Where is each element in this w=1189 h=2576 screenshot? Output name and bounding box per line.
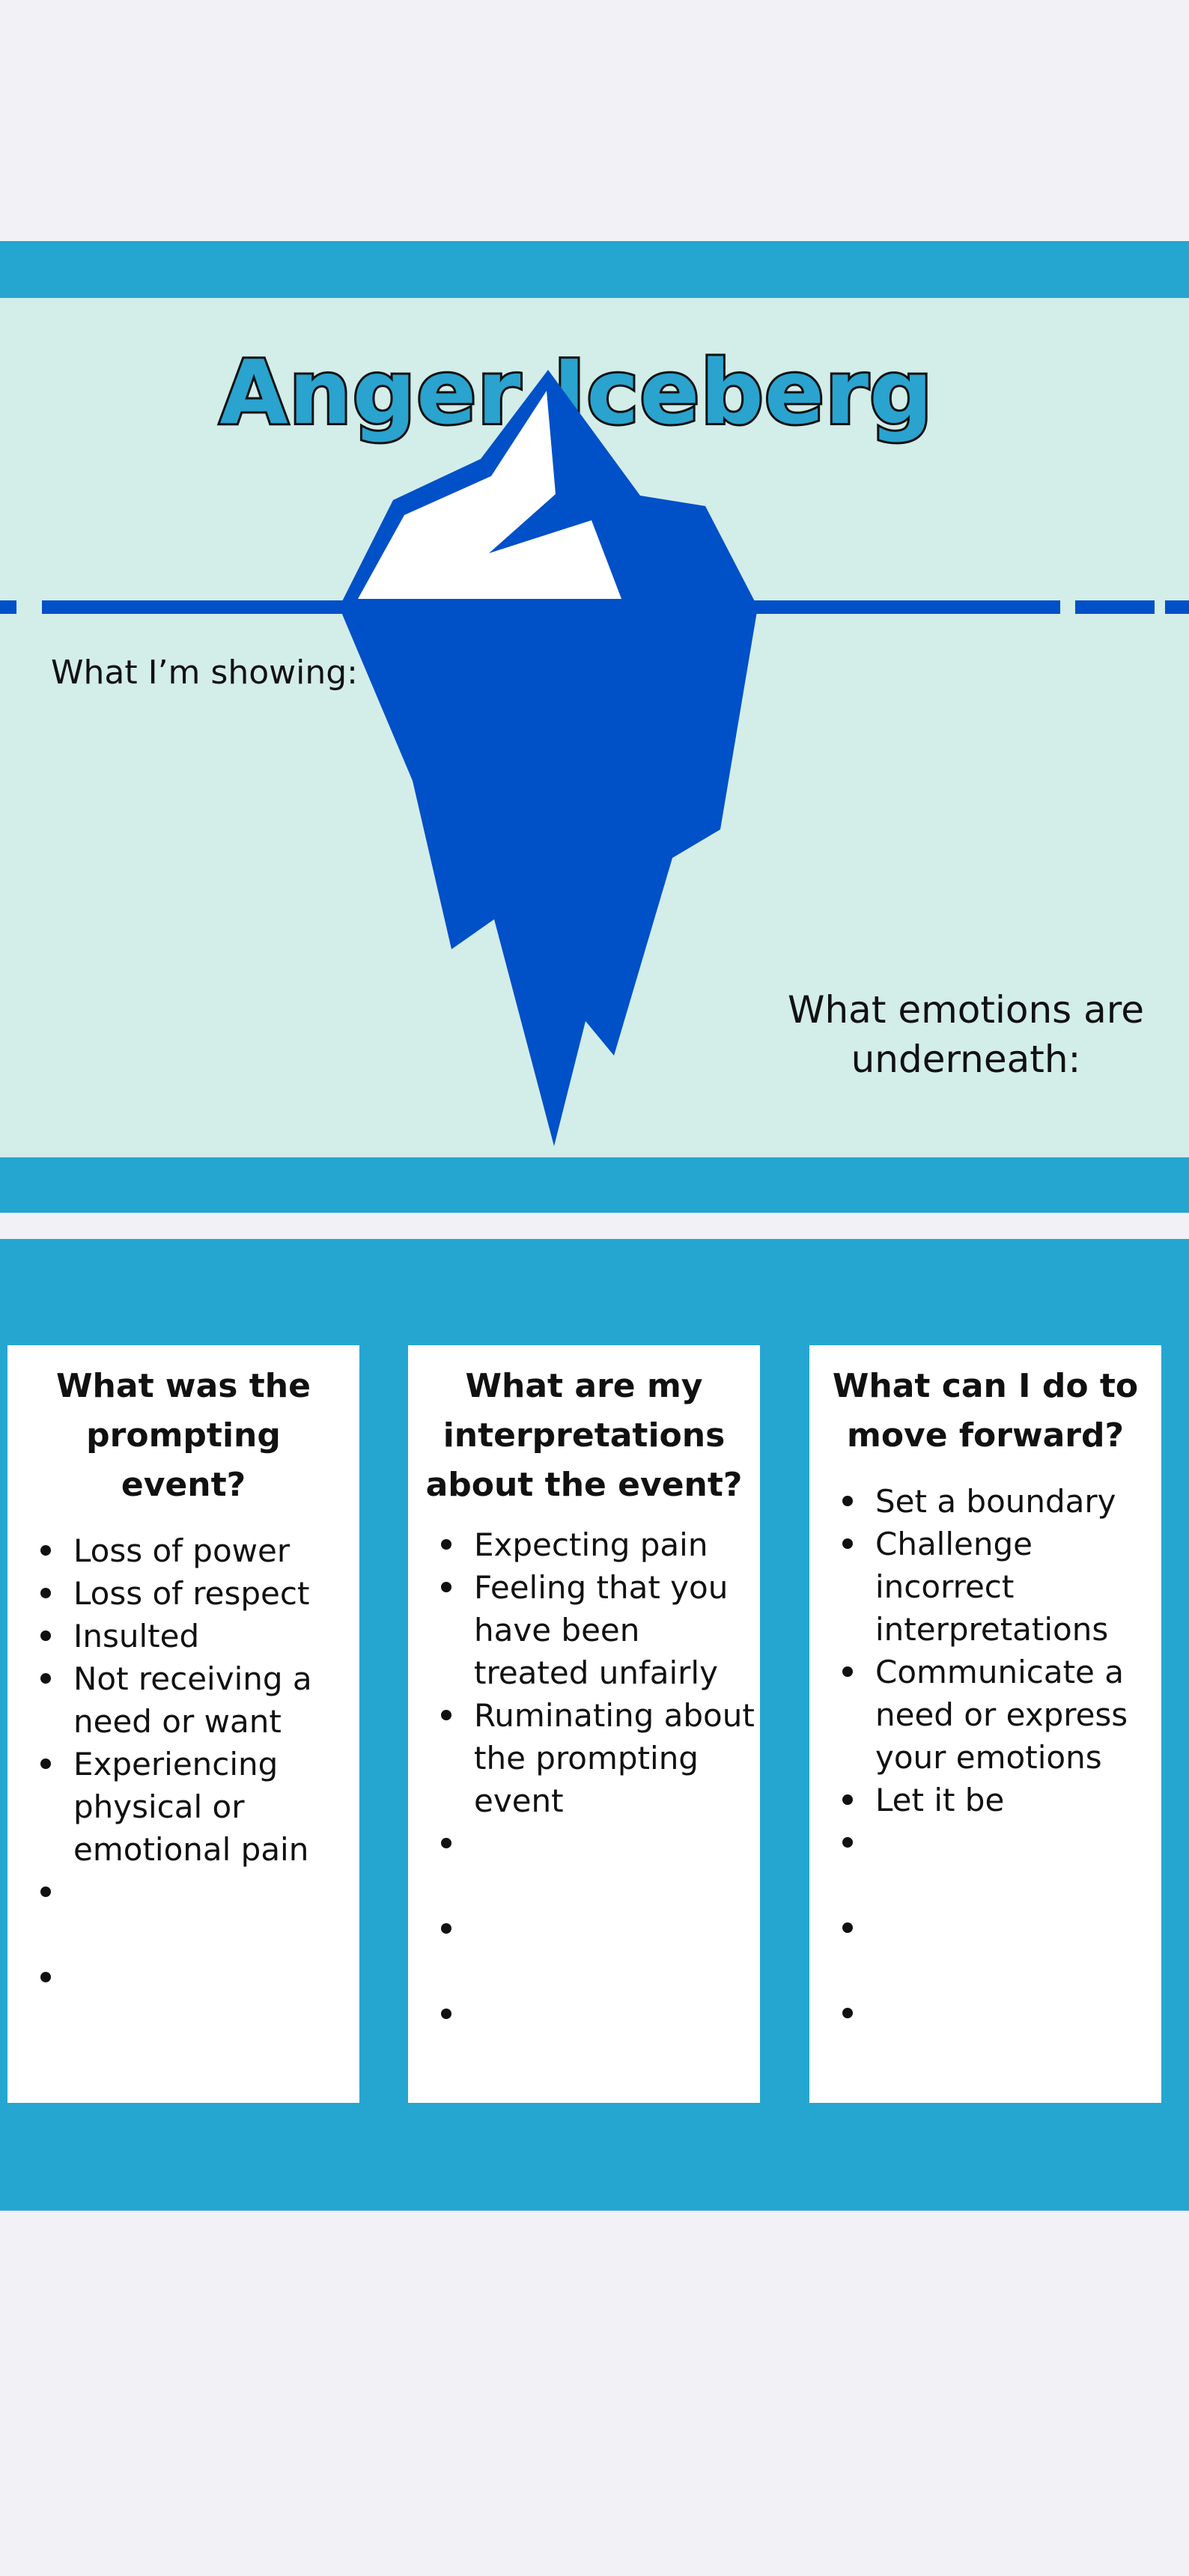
list-item: Not receiving a need or want xyxy=(40,1657,359,1743)
slide-title: Anger Iceberg xyxy=(219,341,933,444)
card-heading: What are my interpretations about the ev… xyxy=(425,1367,743,1504)
list-item: Ruminating about the prompting event xyxy=(441,1694,760,1822)
iceberg-underwater-shape xyxy=(339,607,758,1146)
list-item: Challenge incorrect interpretations xyxy=(842,1523,1161,1651)
bullet-list: Expecting pain Feeling that you have bee… xyxy=(408,1523,760,2035)
empty-list-item xyxy=(842,1821,1161,1864)
list-item: Loss of respect xyxy=(40,1572,359,1615)
list-item: Communicate a need or express your emoti… xyxy=(842,1651,1161,1779)
what-im-showing-label: What I’m showing: xyxy=(51,654,358,692)
list-item: Feeling that you have been treated unfai… xyxy=(441,1566,760,1694)
card-heading: What was the prompting event? xyxy=(56,1367,311,1504)
iceberg-ice-highlight xyxy=(358,391,621,599)
iceberg-illustration: Anger Iceberg xyxy=(0,338,1189,1146)
emotions-underneath-label: What emotions are underneath: xyxy=(788,988,1144,1081)
empty-list-item xyxy=(40,1956,359,1999)
empty-list-item xyxy=(842,1907,1161,1949)
waterline xyxy=(0,600,1189,614)
list-item: Insulted xyxy=(40,1615,359,1657)
prompting-event-card: What was the prompting event? Loss of po… xyxy=(7,1345,359,2103)
list-item: Let it be xyxy=(842,1779,1161,1821)
empty-list-item xyxy=(40,1871,359,1913)
empty-list-item xyxy=(441,1907,760,1950)
list-item: Loss of power xyxy=(40,1529,359,1572)
list-item: Set a boundary xyxy=(842,1480,1161,1523)
empty-list-item xyxy=(842,1992,1161,2035)
bullet-list: Loss of power Loss of respect Insulted N… xyxy=(7,1529,359,1999)
iceberg-slide-canvas: Anger Iceberg What I’m showing: What emo… xyxy=(0,298,1189,1157)
questions-slide: What was the prompting event? Loss of po… xyxy=(0,1239,1189,2211)
list-item: Experiencing physical or emotional pain xyxy=(40,1743,359,1871)
card-heading: What can I do to move forward? xyxy=(832,1367,1139,1455)
iceberg-slide: Anger Iceberg What I’m showing: What emo… xyxy=(0,241,1189,1213)
move-forward-card: What can I do to move forward? Set a bou… xyxy=(809,1345,1161,2103)
empty-list-item xyxy=(441,1993,760,2035)
interpretations-card: What are my interpretations about the ev… xyxy=(408,1345,760,2103)
list-item: Expecting pain xyxy=(441,1523,760,1566)
bullet-list: Set a boundary Challenge incorrect inter… xyxy=(809,1480,1161,2035)
empty-list-item xyxy=(441,1822,760,1865)
